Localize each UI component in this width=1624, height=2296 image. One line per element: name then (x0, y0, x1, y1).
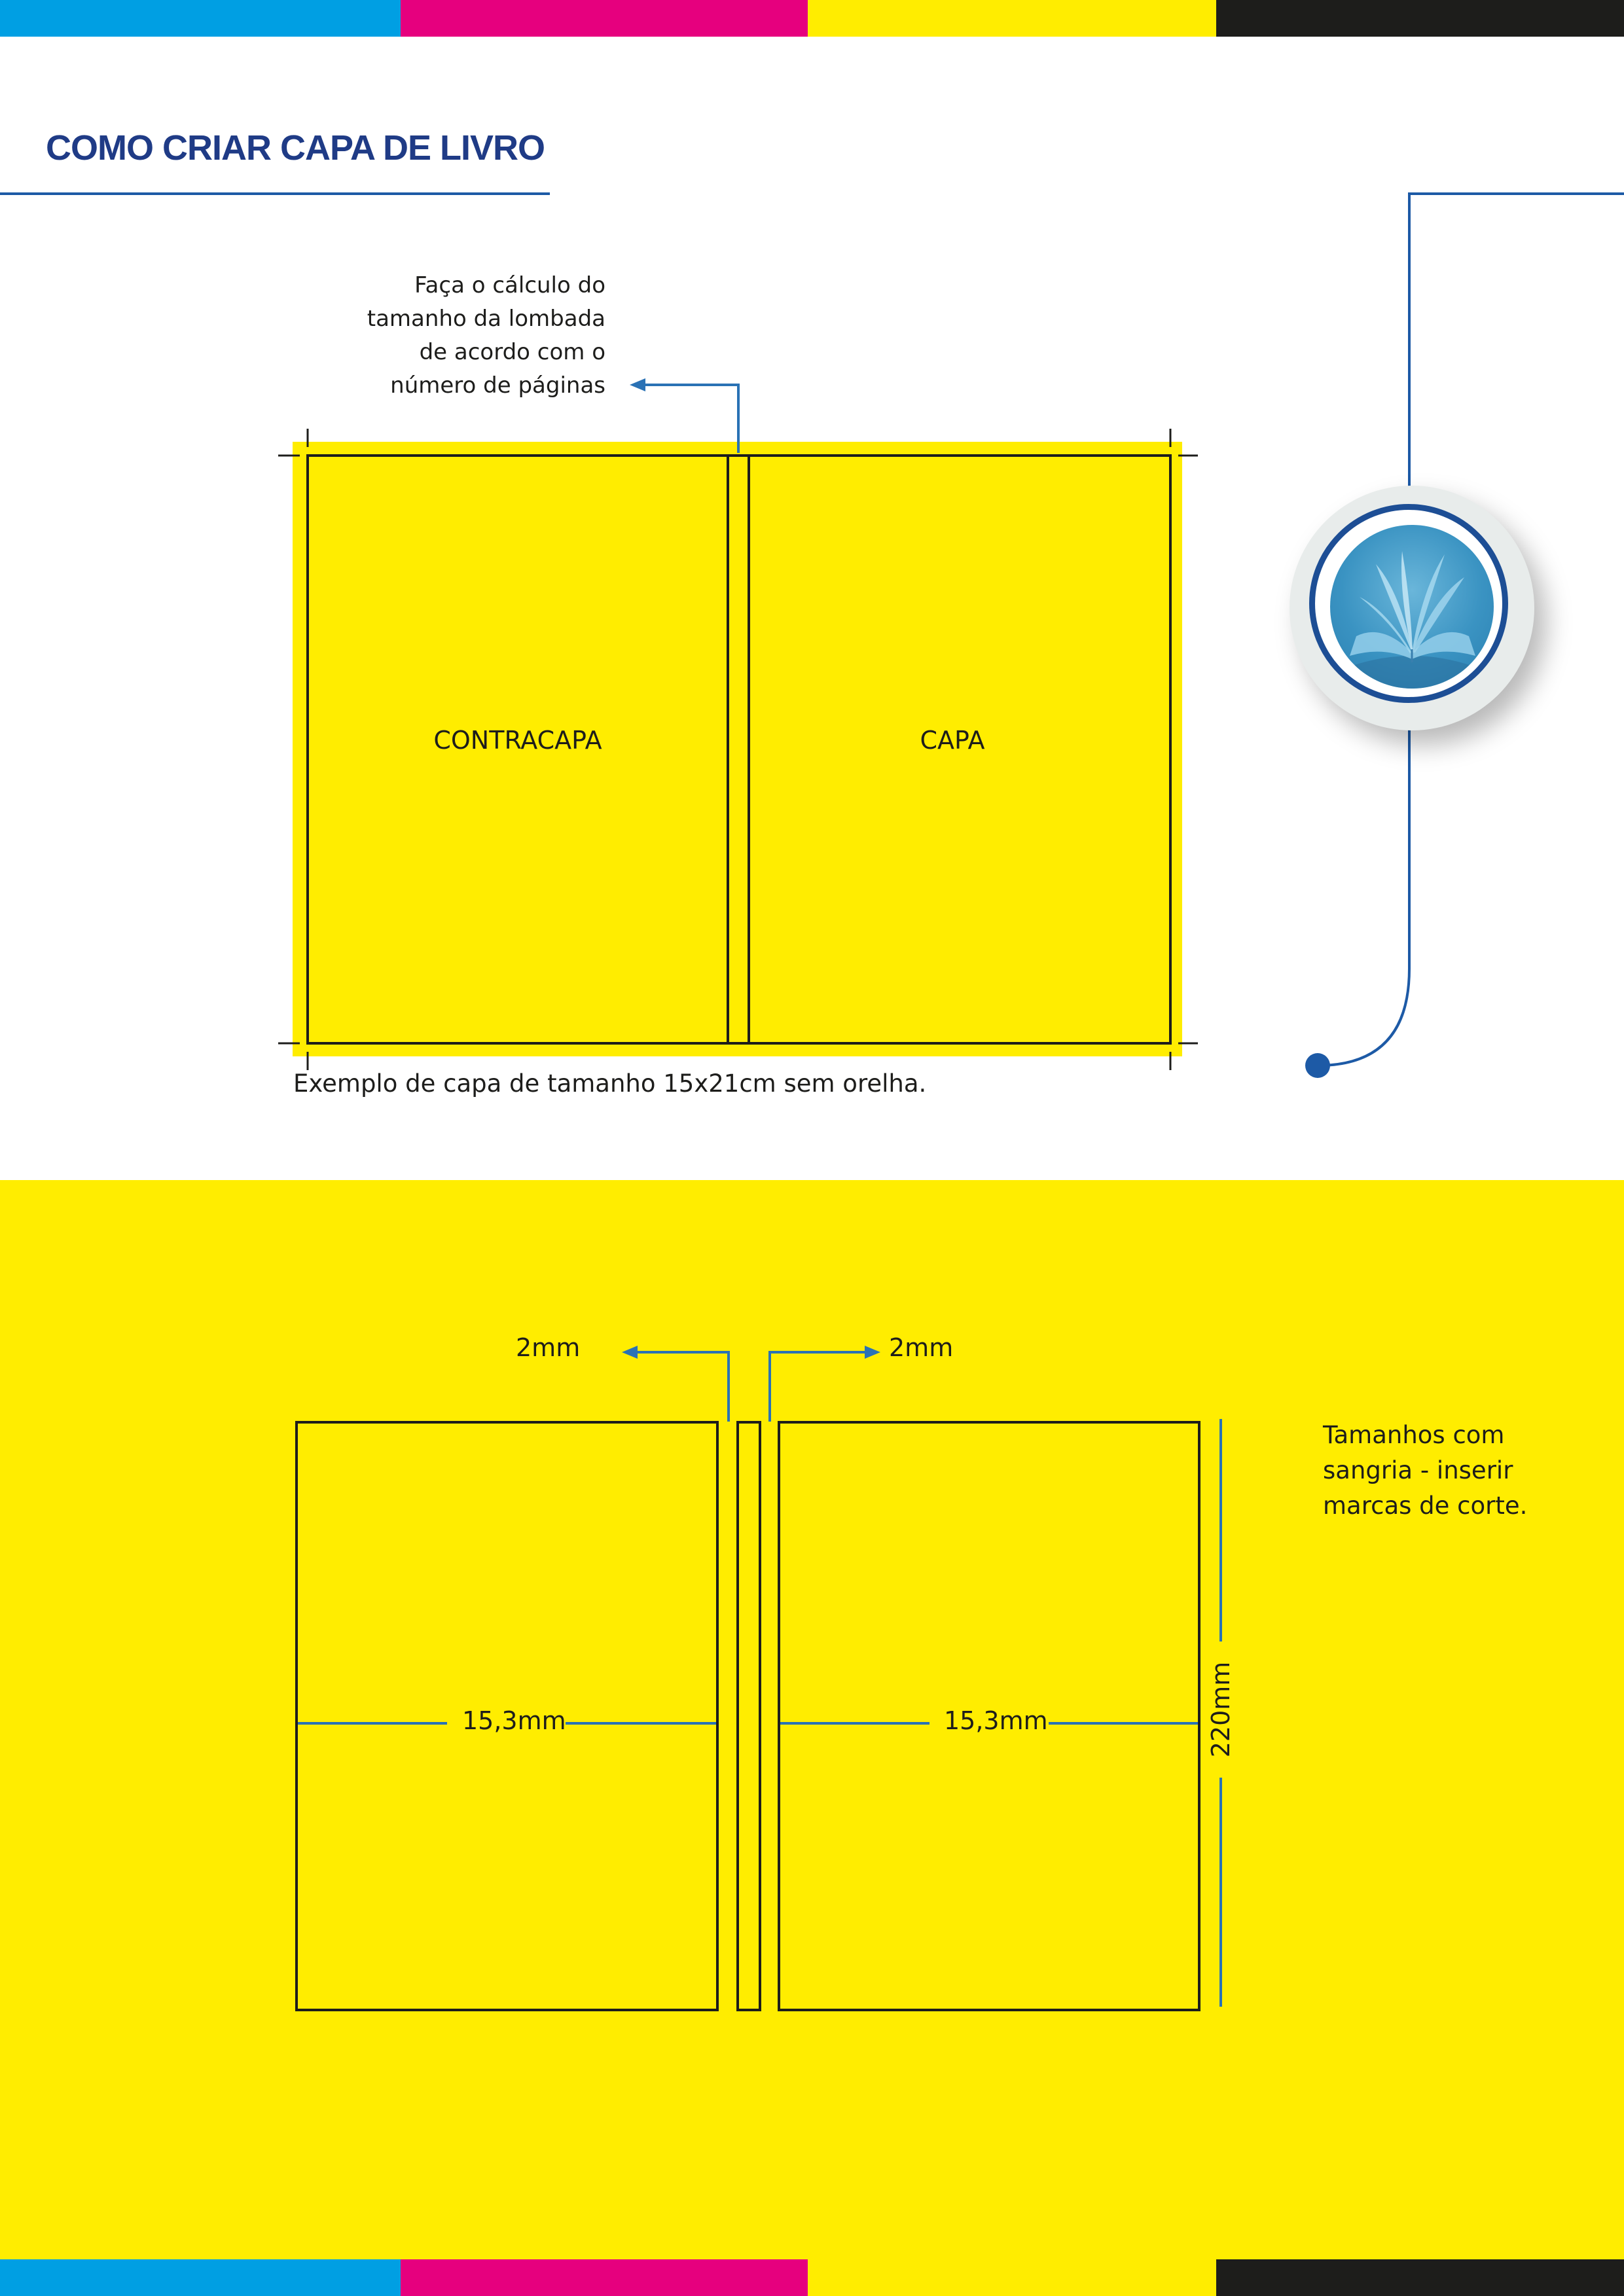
right-gap-label: 2mm (889, 1333, 954, 1362)
back-cover-label: CONTRACAPA (433, 726, 602, 755)
band-magenta (401, 2259, 808, 2296)
spine-note-line: de acordo com o (419, 339, 605, 365)
back-cover-bleed-panel (295, 1421, 719, 2011)
spine-arrow (641, 384, 740, 453)
band-yellow (808, 2259, 1216, 2296)
front-cover-panel (748, 454, 1172, 1045)
band-cyan (0, 2259, 401, 2296)
top-color-band (0, 0, 1624, 37)
left-gap-arrow (635, 1351, 730, 1422)
bleed-sizes-section (0, 1180, 1624, 2259)
spine-note-line: Faça o cálculo do (414, 272, 605, 298)
bleed-area (293, 442, 1182, 1056)
front-cover-bleed-panel (778, 1421, 1200, 2011)
open-book-icon (1330, 525, 1494, 689)
right-gap-arrow-head (865, 1346, 880, 1359)
back-width-label: 15,3mm (462, 1706, 566, 1735)
spine-note-line: tamanho da lombada (367, 306, 605, 332)
spine-bleed-panel (736, 1421, 761, 2011)
right-gap-arrow (768, 1351, 867, 1422)
spine-arrow-head (630, 378, 645, 391)
connector-end-dot (1305, 1053, 1330, 1078)
band-black (1216, 0, 1624, 37)
band-yellow (808, 0, 1216, 37)
title-underline (0, 192, 550, 195)
left-gap-label: 2mm (516, 1333, 581, 1362)
cover-diagram (278, 378, 1198, 1070)
height-label: 220mm (1206, 1661, 1235, 1758)
bleed-note-line: sangria - inserir (1323, 1456, 1513, 1484)
spine-note: Faça o cálculo do tamanho da lombada de … (340, 269, 605, 403)
bleed-sizes-diagram (295, 1346, 1222, 2011)
left-gap-arrow-head (622, 1346, 638, 1359)
crop-marks (278, 429, 1198, 1070)
front-width-label: 15,3mm (944, 1706, 1048, 1735)
diagram-caption: Exemplo de capa de tamanho 15x21cm sem o… (293, 1069, 927, 1098)
bottom-color-band (0, 2259, 1624, 2296)
band-black (1216, 2259, 1624, 2296)
front-cover-label: CAPA (920, 726, 985, 755)
bleed-note: Tamanhos com sangria - inserir marcas de… (1323, 1418, 1527, 1524)
band-magenta (401, 0, 808, 37)
page-title: COMO CRIAR CAPA DE LIVRO (46, 128, 545, 168)
bleed-note-line: marcas de corte. (1323, 1492, 1528, 1520)
connector-line (1305, 192, 1624, 1078)
band-cyan (0, 0, 401, 37)
bleed-note-line: Tamanhos com (1323, 1421, 1505, 1449)
spine-note-line: número de páginas (390, 372, 605, 399)
